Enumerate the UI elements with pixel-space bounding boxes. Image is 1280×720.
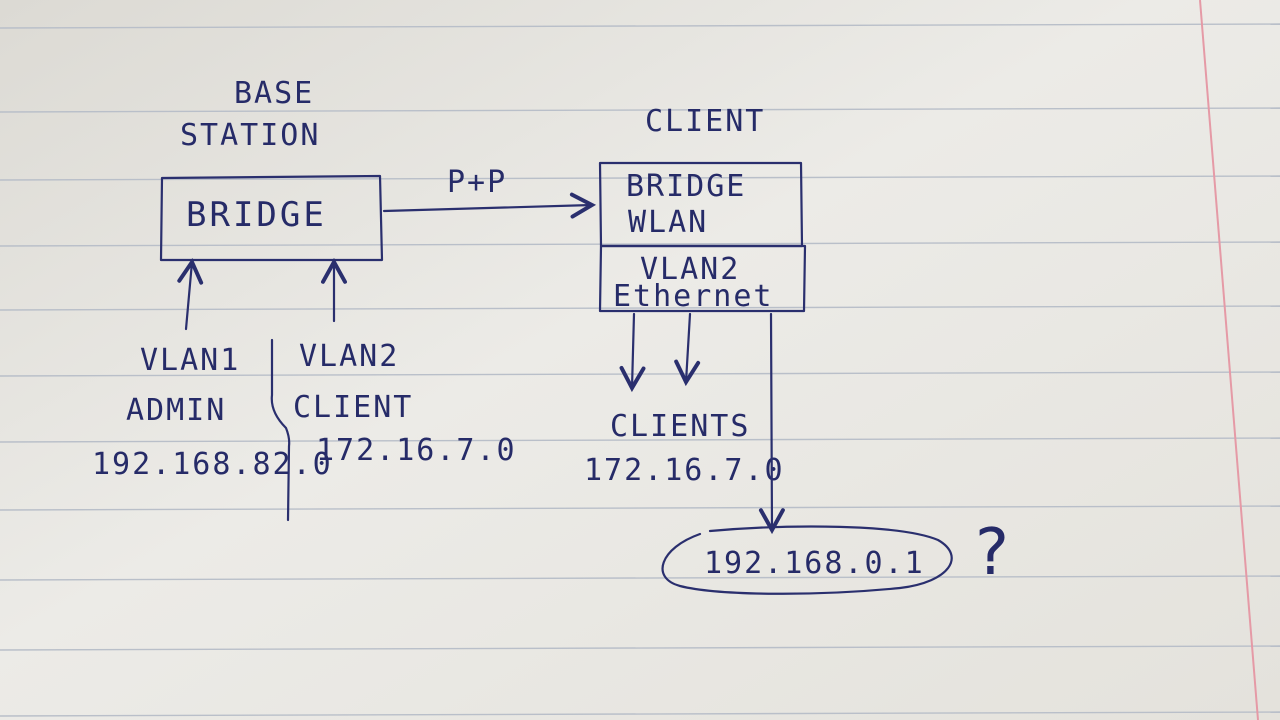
client-wlan-label: WLAN	[628, 205, 708, 240]
vlan-divider-brace	[270, 338, 291, 522]
clients-network: 172.16.7.0	[584, 453, 785, 488]
vlan2-network: 172.16.7.0	[316, 433, 517, 468]
gateway-address: 192.168.0.1	[704, 546, 925, 581]
base-station-title-line2: STATION	[180, 118, 320, 153]
ruled-lines	[0, 23, 1280, 717]
clients-label: CLIENTS	[610, 409, 750, 444]
client-vlan2-ethernet-box	[598, 244, 807, 313]
client-bridge-label: BRIDGE	[626, 169, 746, 204]
base-station-title-line1: BASE	[234, 76, 314, 111]
client-vlan2-label: VLAN2	[640, 252, 740, 287]
base-station-bridge-label: BRIDGE	[186, 195, 327, 235]
vlan2-role: CLIENT	[293, 390, 413, 425]
p2p-link-label: P+P	[447, 165, 507, 200]
clients-arrow-left	[619, 312, 646, 393]
vlan1-role: ADMIN	[126, 393, 226, 428]
question-mark: ?	[972, 516, 1013, 590]
p2p-link-arrow	[382, 192, 597, 219]
vlan1-network: 192.168.82.0	[92, 447, 333, 482]
client-title: CLIENT	[645, 104, 765, 139]
clients-arrow-right	[674, 312, 701, 387]
gateway-arrow	[758, 312, 785, 535]
client-ethernet-label: Ethernet	[613, 279, 774, 314]
margin-line	[1199, 0, 1259, 720]
vlan1-name: VLAN1	[140, 343, 240, 378]
gateway-ellipse	[661, 525, 953, 595]
base-station-bridge-box	[159, 174, 384, 262]
vlan2-name: VLAN2	[299, 339, 399, 374]
vlan1-arrow	[177, 257, 204, 331]
